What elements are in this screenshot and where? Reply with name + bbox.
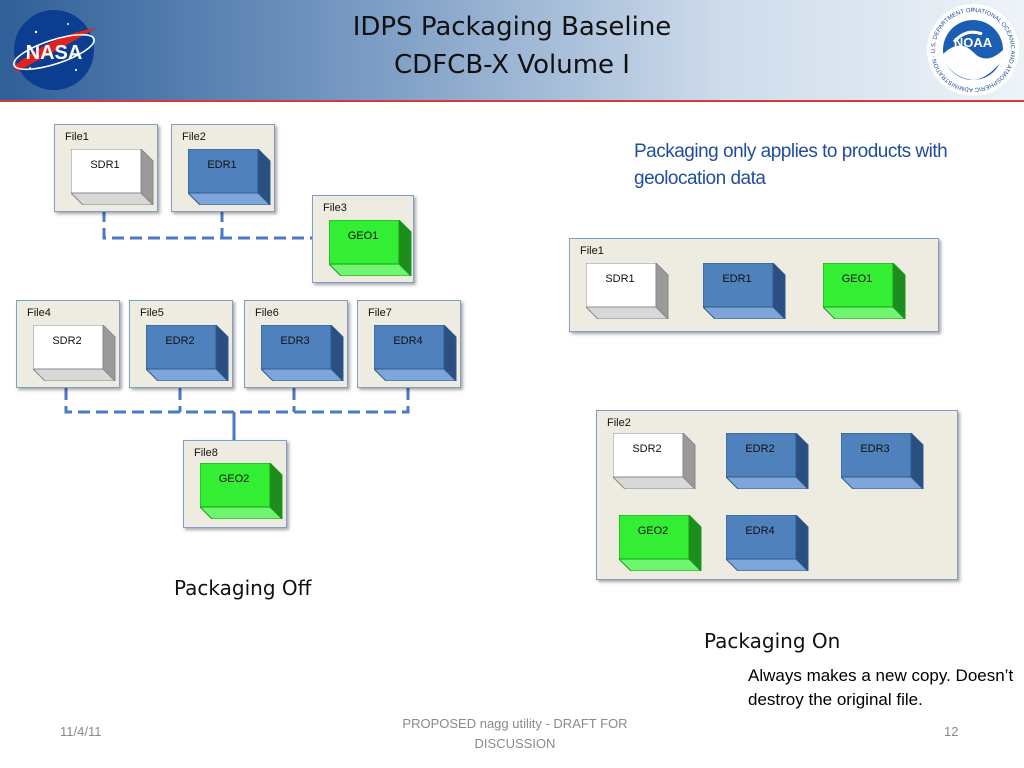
off-file2-box: File2 EDR1 (171, 124, 275, 212)
product-label: EDR1 (207, 159, 237, 171)
product-label: GEO1 (347, 230, 379, 242)
file-label: File2 (182, 131, 206, 143)
svg-text:NASA: NASA (26, 42, 83, 64)
file-label: File8 (194, 447, 218, 459)
footer-page-number: 12 (944, 724, 959, 739)
product-edr4: EDR4 (374, 325, 458, 381)
product-label: EDR3 (280, 335, 310, 347)
product-label: SDR1 (605, 273, 635, 285)
file-label: File5 (140, 307, 164, 319)
file-label: File1 (580, 245, 604, 257)
file-label: File6 (255, 307, 279, 319)
product-edr2: EDR2 (726, 433, 810, 489)
product-sdr1: SDR1 (71, 149, 155, 205)
product-label: EDR4 (745, 525, 775, 537)
packaging-on-caption: Packaging On (704, 629, 841, 653)
product-geo1: GEO1 (823, 263, 907, 319)
file-label: File7 (368, 307, 392, 319)
file-label: File3 (323, 202, 347, 214)
packaging-off-caption: Packaging Off (174, 576, 312, 600)
product-label: EDR1 (722, 273, 752, 285)
product-sdr2: SDR2 (33, 325, 117, 381)
title-line-2: CDFCB-X Volume I (394, 50, 630, 80)
product-edr3: EDR3 (841, 433, 925, 489)
title-line-1: IDPS Packaging Baseline (352, 12, 672, 42)
off-file7-box: File7 EDR4 (357, 300, 461, 388)
product-edr3: EDR3 (261, 325, 345, 381)
product-geo1: GEO1 (329, 220, 413, 276)
product-edr2: EDR2 (146, 325, 230, 381)
product-label: EDR3 (860, 443, 890, 455)
off-file4-box: File4 SDR2 (16, 300, 120, 388)
product-label: EDR4 (393, 335, 423, 347)
product-label: SDR1 (90, 159, 120, 171)
dashed-connector-top (102, 210, 312, 240)
dashed-connector-bottom (64, 388, 410, 414)
product-label: GEO2 (218, 473, 250, 485)
off-file6-box: File6 EDR3 (244, 300, 348, 388)
off-file3-box: File3 GEO1 (312, 195, 414, 283)
product-label: SDR2 (632, 443, 662, 455)
slide-title: IDPS Packaging Baseline CDFCB-X Volume I (250, 8, 774, 84)
product-label: EDR2 (745, 443, 775, 455)
file-label: File1 (65, 131, 89, 143)
noaa-logo-icon: NOAA NATIONAL OCEANIC AND ATMOSPHERIC AD… (926, 2, 1019, 96)
nasa-logo-icon: NASA (13, 10, 96, 90)
on-file1-box: File1 SDR1 EDR1 GEO1 (569, 238, 939, 332)
product-sdr2: SDR2 (613, 433, 697, 489)
off-file8-box: File8 GEO2 (183, 440, 287, 528)
file-label: File4 (27, 307, 51, 319)
product-label: GEO1 (841, 273, 873, 285)
footer-date: 11/4/11 (60, 724, 102, 739)
product-geo2: GEO2 (200, 463, 284, 519)
slide-header: NASA IDPS Packaging Baseline CDFCB-X Vol… (0, 0, 1024, 102)
footer-center-text: PROPOSED nagg utility - DRAFT FOR DISCUS… (402, 716, 628, 751)
file-label: File2 (607, 417, 631, 429)
product-label: GEO2 (637, 525, 669, 537)
product-edr4: EDR4 (726, 515, 810, 571)
product-edr1: EDR1 (188, 149, 272, 205)
off-file5-box: File5 EDR2 (129, 300, 233, 388)
product-sdr1: SDR1 (586, 263, 670, 319)
product-label: SDR2 (52, 335, 82, 347)
product-geo2: GEO2 (619, 515, 703, 571)
copy-note: Always makes a new copy. Doesn’t destroy… (748, 666, 1014, 709)
svg-text:NOAA: NOAA (954, 35, 993, 50)
off-file1-box: File1 SDR1 (54, 124, 158, 212)
product-edr1: EDR1 (703, 263, 787, 319)
on-file2-box: File2 SDR2 EDR2 EDR3 GEO2 EDR4 (596, 410, 958, 580)
product-label: EDR2 (165, 335, 195, 347)
packaging-note: Packaging only applies to products with … (634, 141, 948, 189)
